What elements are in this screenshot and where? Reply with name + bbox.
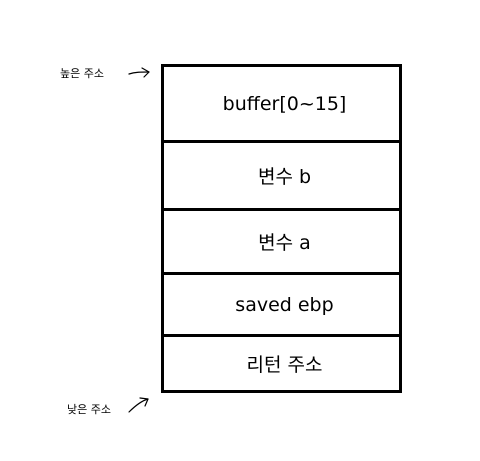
stack-cell-var-a: 변수 a — [164, 208, 399, 272]
stack-frame-diagram: buffer[0~15] 변수 b 변수 a saved ebp 리턴 주소 — [161, 64, 402, 393]
stack-cell-return-address: 리턴 주소 — [164, 334, 399, 390]
low-address-arrow-icon — [128, 397, 149, 413]
high-address-label: 높은 주소 — [60, 67, 104, 80]
stack-cell-buffer: buffer[0~15] — [222, 92, 347, 115]
stack-cell-var-b: 변수 b — [164, 140, 399, 208]
low-address-label: 낮은 주소 — [67, 403, 111, 416]
stack-cell-saved-ebp: saved ebp — [164, 272, 399, 334]
high-address-arrow-icon — [128, 67, 150, 78]
